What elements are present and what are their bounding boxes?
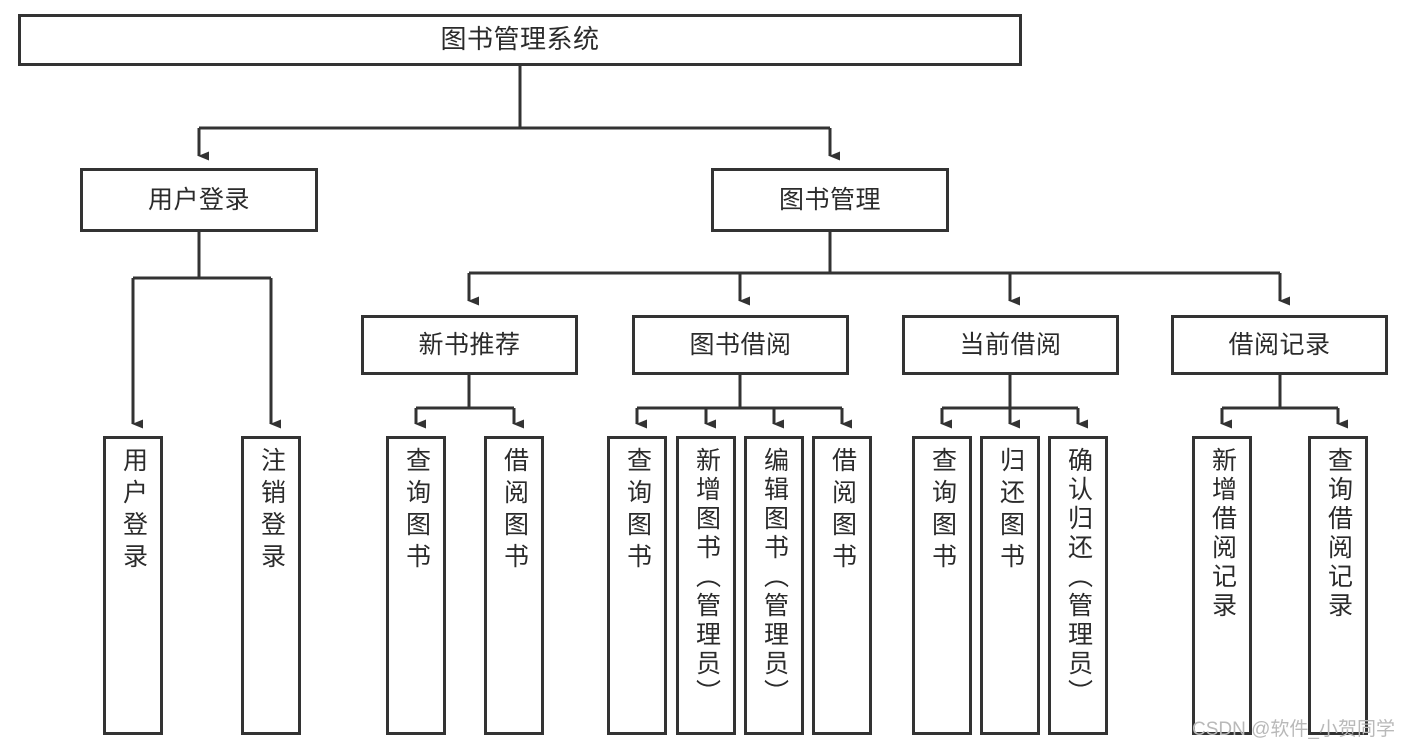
leaf-book-borrowing-edit-book-admin[interactable]: 编辑图书（管理员） <box>744 436 804 735</box>
node-label: 当前借阅 <box>959 330 1062 359</box>
node-label: 用户登录 <box>119 447 148 575</box>
node-label: 查询借阅记录 <box>1324 447 1353 621</box>
node-current-borrowing[interactable]: 当前借阅 <box>902 315 1119 375</box>
node-label: 编辑图书（管理员） <box>760 447 789 708</box>
node-new-book-recommendation[interactable]: 新书推荐 <box>361 315 578 375</box>
node-label: 借阅图书 <box>500 447 529 575</box>
leaf-user-login-login[interactable]: 用户登录 <box>103 436 163 735</box>
node-label: 查询图书 <box>928 447 957 575</box>
node-label: 借阅图书 <box>828 447 857 575</box>
leaf-current-borrowing-confirm-return-admin[interactable]: 确认归还（管理员） <box>1048 436 1108 735</box>
csdn-watermark: CSDN @软件_小贺同学 <box>1192 719 1395 740</box>
leaf-current-borrowing-query-books[interactable]: 查询图书 <box>912 436 972 735</box>
node-label: 图书管理 <box>778 185 881 214</box>
node-label: 图书管理系统 <box>440 24 600 55</box>
node-label: 借阅记录 <box>1228 330 1331 359</box>
node-borrowing-records[interactable]: 借阅记录 <box>1171 315 1388 375</box>
node-label: 新增借阅记录 <box>1208 447 1237 621</box>
node-book-management[interactable]: 图书管理 <box>711 168 949 232</box>
node-label: 归还图书 <box>996 447 1025 575</box>
node-root-book-management-system[interactable]: 图书管理系统 <box>18 14 1022 66</box>
node-label: 用户登录 <box>147 185 250 214</box>
leaf-book-borrowing-query-books[interactable]: 查询图书 <box>607 436 667 735</box>
node-label: 新书推荐 <box>418 330 521 359</box>
node-label: 新增图书（管理员） <box>692 447 721 708</box>
node-label: 确认归还（管理员） <box>1064 447 1093 708</box>
leaf-new-books-borrow-books[interactable]: 借阅图书 <box>484 436 544 735</box>
node-label: 查询图书 <box>623 447 652 575</box>
leaf-current-borrowing-return-books[interactable]: 归还图书 <box>980 436 1040 735</box>
node-book-borrowing[interactable]: 图书借阅 <box>632 315 849 375</box>
leaf-borrowing-records-query-record[interactable]: 查询借阅记录 <box>1308 436 1368 735</box>
leaf-book-borrowing-borrow-books[interactable]: 借阅图书 <box>812 436 872 735</box>
node-label: 注销登录 <box>257 447 286 575</box>
leaf-book-borrowing-add-book-admin[interactable]: 新增图书（管理员） <box>676 436 736 735</box>
node-label: 查询图书 <box>402 447 431 575</box>
leaf-new-books-query-books[interactable]: 查询图书 <box>386 436 446 735</box>
node-user-login[interactable]: 用户登录 <box>80 168 318 232</box>
node-label: 图书借阅 <box>689 330 792 359</box>
leaf-user-login-logout[interactable]: 注销登录 <box>241 436 301 735</box>
leaf-borrowing-records-add-record[interactable]: 新增借阅记录 <box>1192 436 1252 735</box>
